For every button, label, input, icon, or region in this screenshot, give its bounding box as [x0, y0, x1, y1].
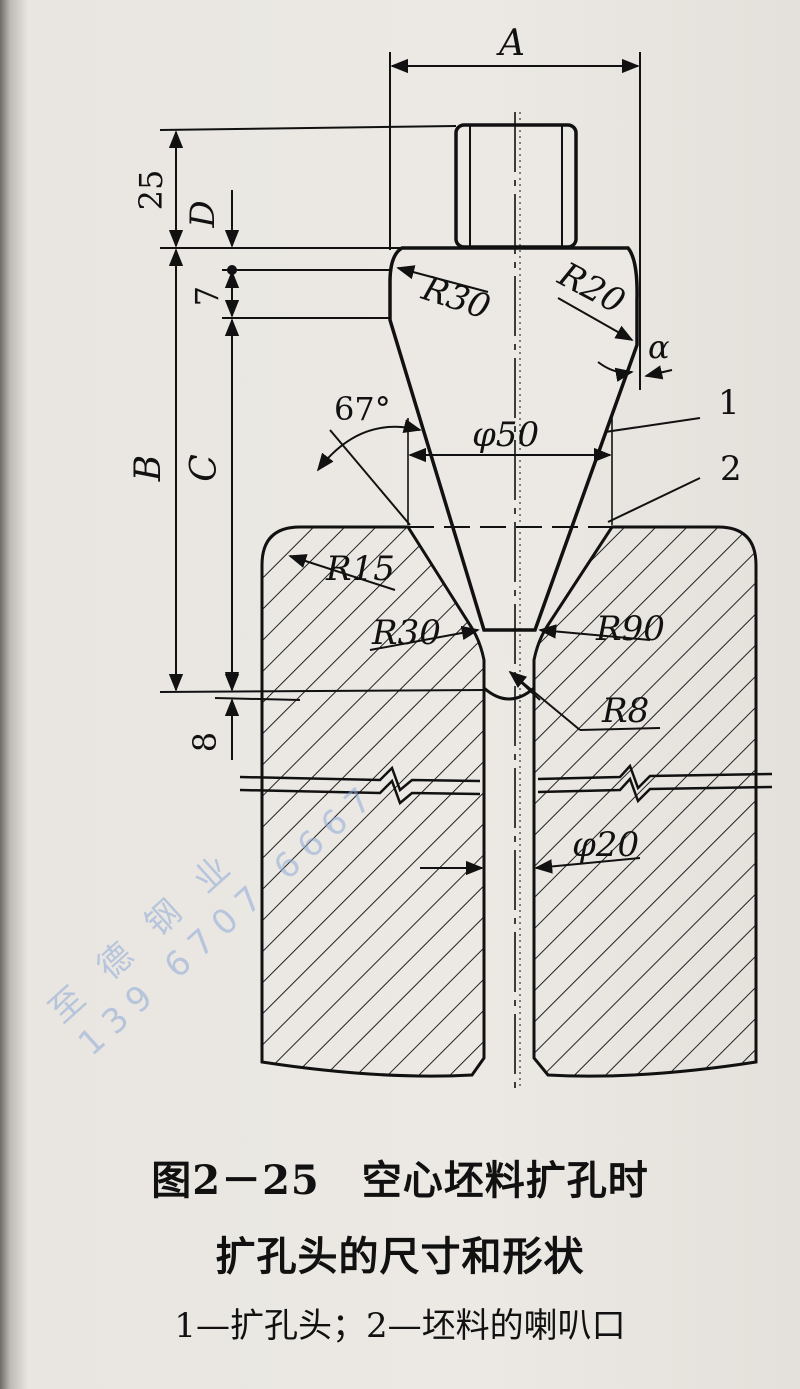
label-alpha: α [648, 328, 670, 366]
dimension-lines [159, 52, 701, 876]
blank-right-half [532, 525, 758, 1078]
label-25: 25 [132, 170, 170, 211]
label-phi20: φ20 [572, 825, 639, 865]
label-A: A [496, 23, 525, 64]
label-8: 8 [186, 732, 224, 752]
expanding-head [388, 123, 639, 632]
label-B: B [128, 455, 169, 482]
figure-caption-subtitle: 扩孔头的尺寸和形状 [215, 1233, 585, 1280]
break-lines [239, 763, 773, 806]
head-shank [454, 123, 578, 249]
label-C: C [184, 454, 225, 482]
label-R30-bottom: R30 [371, 613, 441, 653]
label-67-degrees: 67° [334, 390, 391, 428]
label-7: 7 [188, 286, 226, 306]
label-R15: R15 [325, 549, 395, 589]
label-part-2: 2 [720, 449, 742, 489]
head-cone [388, 246, 639, 632]
technical-drawing: A 25 D 7 B C 8 R30 R20 α 67° φ50 1 2 R15… [128, 23, 773, 1090]
label-D: D [183, 200, 223, 228]
label-part-1: 1 [718, 383, 740, 423]
figure-title: 空心坯料扩孔时 [361, 1157, 649, 1204]
label-R90: R90 [595, 609, 665, 649]
label-R8: R8 [601, 691, 649, 731]
label-phi50: φ50 [472, 415, 539, 455]
bore-bottom-r8 [482, 660, 536, 701]
blank-left-half [260, 525, 486, 1078]
figure-number: 图2－25 [151, 1157, 320, 1204]
figure-legend: 1—扩孔头；2—坯料的喇叭口 [174, 1306, 626, 1346]
blank-workpiece [260, 525, 758, 1078]
dimension-dot [227, 265, 237, 275]
figure-caption-title: 图2－25 空心坯料扩孔时 [0, 1148, 800, 1206]
